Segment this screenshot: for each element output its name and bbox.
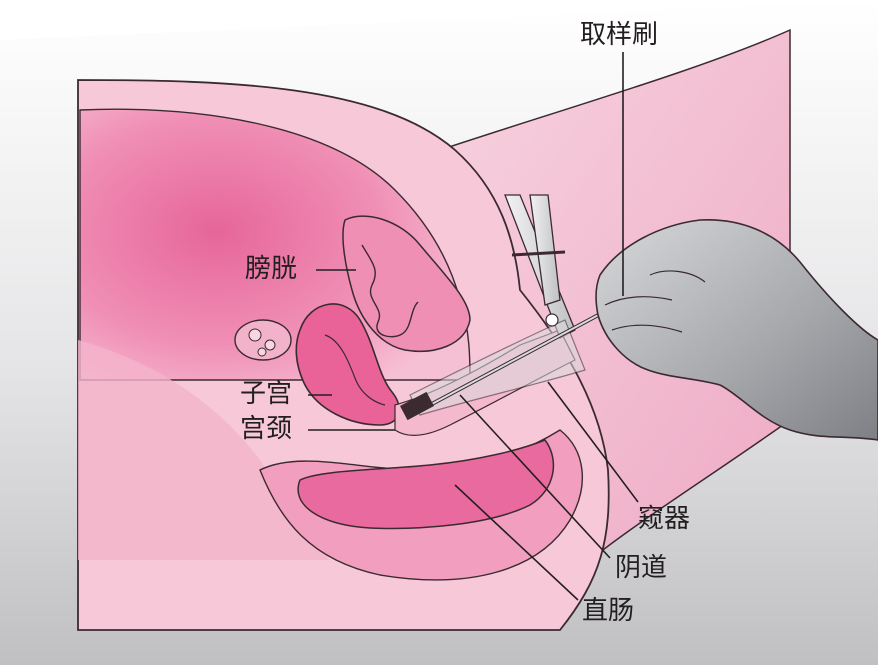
label-bladder: 膀胱 — [245, 256, 297, 282]
ovary-icon — [235, 320, 291, 360]
label-rectum: 直肠 — [582, 598, 634, 624]
label-speculum: 窥器 — [638, 506, 690, 532]
label-uterus: 子宫 — [240, 381, 292, 407]
label-vagina: 阴道 — [615, 555, 667, 581]
label-cervix: 宫颈 — [240, 416, 292, 442]
label-brush: 取样刷 — [580, 22, 658, 48]
